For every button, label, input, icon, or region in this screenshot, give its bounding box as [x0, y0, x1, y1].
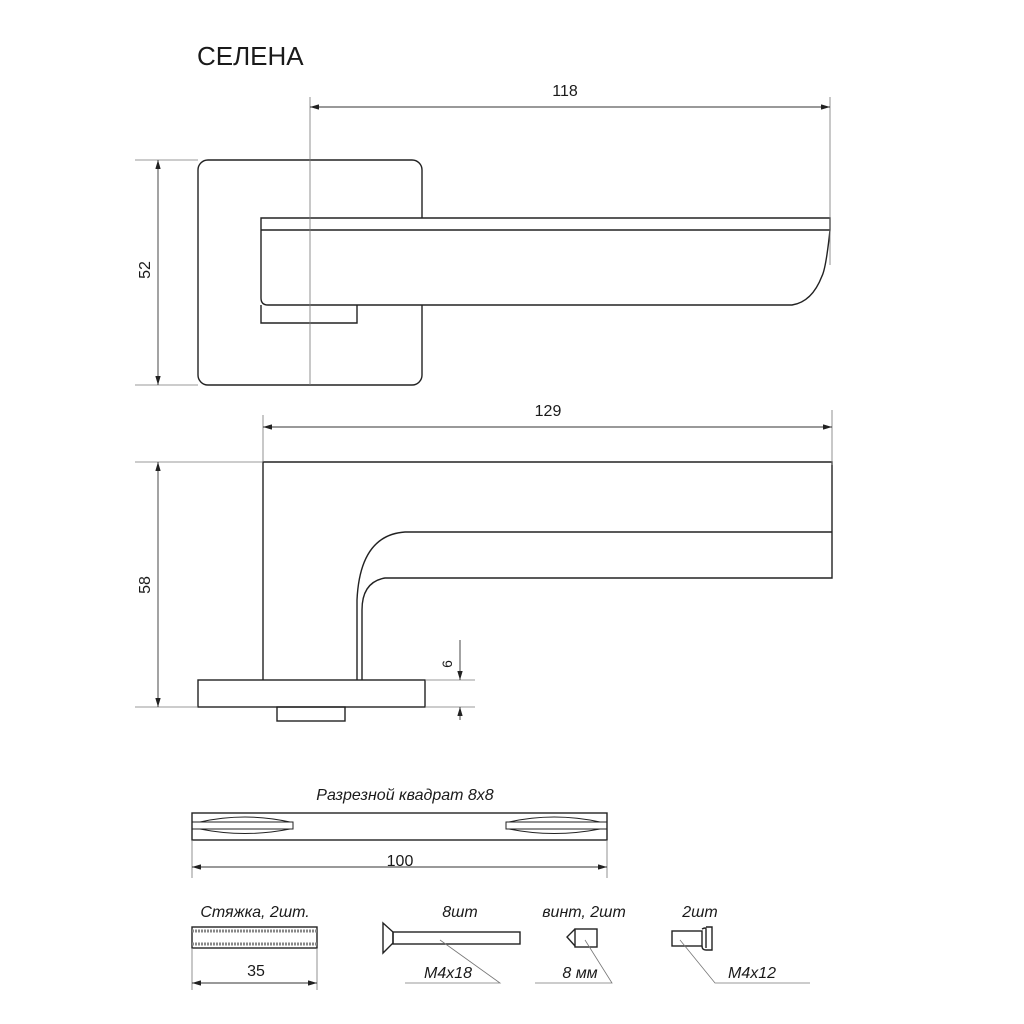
bolt-size: M4x12	[728, 965, 776, 982]
setscrew-size: 8 мм	[562, 965, 597, 982]
dim-100-label: 100	[387, 853, 414, 870]
dim-129-label: 129	[535, 403, 562, 420]
handle-side	[262, 461, 833, 680]
dim-58-label: 58	[137, 576, 154, 594]
spindle-label: Разрезной квадрат 8x8	[316, 787, 494, 804]
tie-rod: Стяжка, 2шт. 35	[191, 904, 318, 990]
screw-size: M4x18	[424, 965, 472, 982]
side-view: 129 58 6	[135, 403, 833, 722]
spindle: Разрезной квадрат 8x8 100	[191, 787, 608, 878]
set-screw: винт, 2шт 8 мм	[535, 904, 626, 984]
rosette-side	[197, 679, 426, 708]
product-title: СЕЛЕНА	[197, 41, 304, 71]
dim-52-label: 52	[137, 261, 154, 279]
spindle-block	[260, 305, 358, 324]
tie-label: Стяжка, 2шт.	[200, 904, 309, 921]
screw-qty: 8шт	[442, 904, 478, 921]
screw-m4x18: 8шт M4x18	[382, 904, 521, 984]
bolt-m4x12: 2шт M4x12	[671, 904, 810, 984]
dim-118-label: 118	[552, 83, 578, 100]
bolt-qty: 2шт	[681, 904, 718, 921]
spindle-stub	[276, 706, 346, 722]
setscrew-label: винт, 2шт	[542, 904, 626, 921]
top-view: 118 52	[135, 83, 831, 386]
handle-top	[260, 217, 831, 306]
dim-35-label: 35	[247, 963, 265, 980]
dim-6-label: 6	[439, 660, 455, 668]
